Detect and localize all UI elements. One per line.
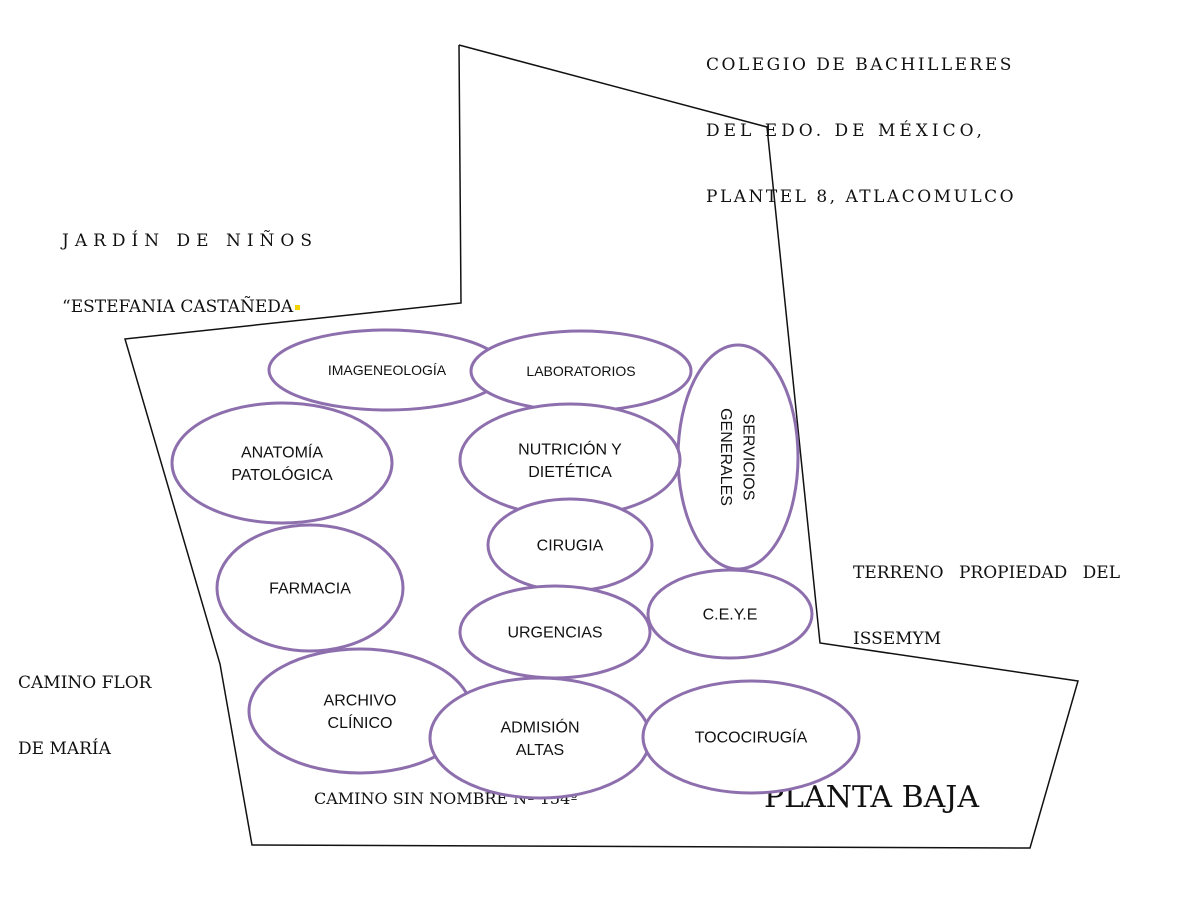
rooms-layer: IMAGENEOLOGÍA LABORATORIOS SERVICIOS GENERA…: [170, 328, 861, 800]
room-label-tococirugia: TOCOCIRUGÍA: [695, 728, 808, 747]
room-cirugia: CIRUGIA: [486, 497, 654, 593]
room-label-anatomia-patologica: ANATOMÍA PATOLÓGICA: [231, 442, 333, 483]
camino-flor-label: CAMINO FLOR DE MARÍA: [18, 628, 151, 782]
colegio-line-1: COLEGIO DE BACHILLERES: [706, 55, 1014, 75]
room-label-urgencias: URGENCIAS: [507, 625, 602, 642]
room-label-laboratorios: LABORATORIOS: [526, 363, 635, 379]
room-servicios-generales: SERVICIOS GENERALES: [676, 343, 800, 571]
room-ellipse-anatomia-patologica: [170, 401, 394, 525]
room-label-line: CLÍNICO: [328, 713, 393, 732]
room-tococirugia: TOCOCIRUGÍA: [641, 679, 861, 795]
yellow-marker-icon: [295, 305, 301, 310]
camino-flor-line-2: DE MARÍA: [18, 739, 111, 759]
room-label-line: DIETÉTICA: [528, 462, 612, 481]
site-boundary: [124, 44, 1079, 849]
room-farmacia: FARMACIA: [215, 523, 405, 653]
room-ellipse-farmacia: [215, 523, 405, 653]
room-label-line: GENERALES: [717, 408, 734, 506]
room-nutricion-dietetica: NUTRICIÓN Y DIETÉTICA: [458, 402, 682, 518]
room-ellipse-tococirugia: [641, 679, 861, 795]
colegio-line-2: DEL EDO. DE MÉXICO,: [706, 121, 986, 141]
camino-flor-line-1: CAMINO FLOR: [18, 673, 152, 693]
room-label-line: LABORATORIOS: [526, 363, 635, 379]
room-label-line: FARMACIA: [269, 581, 351, 598]
room-label-imageneologia: IMAGENEOLOGÍA: [328, 362, 447, 378]
room-label-line: SERVICIOS: [740, 414, 757, 501]
room-label-servicios-generales: SERVICIOS GENERALES: [717, 408, 756, 506]
room-ellipse-ceye: [646, 568, 814, 660]
room-ellipse-servicios-generales: [676, 343, 800, 571]
terreno-label: TERRENO PROPIEDAD DEL ISSEMYM: [853, 518, 1120, 672]
room-admision-altas: ADMISIÓN ALTAS: [428, 676, 652, 800]
room-ellipse-admision-altas: [428, 676, 652, 800]
room-label-archivo-clinico: ARCHIVO CLÍNICO: [324, 692, 397, 731]
room-label-cirugia: CIRUGIA: [537, 538, 604, 555]
room-label-line: ADMISIÓN: [500, 717, 579, 736]
room-label-line: URGENCIAS: [507, 625, 602, 642]
room-label-nutricion-dietetica: NUTRICIÓN Y DIETÉTICA: [518, 439, 622, 480]
jardin-label: JARDÍN DE NIÑOS “ESTEFANIA CASTAÑEDA: [62, 186, 318, 340]
room-label-line: CIRUGIA: [537, 538, 604, 555]
room-ceye: C.E.Y.E: [646, 568, 814, 660]
colegio-line-3: PLANTEL 8, ATLACOMULCO: [706, 187, 1017, 207]
terreno-line-2: ISSEMYM: [853, 629, 942, 649]
room-laboratorios: LABORATORIOS: [469, 329, 693, 413]
jardin-line-2: “ESTEFANIA CASTAÑEDA: [62, 296, 318, 318]
colegio-label: COLEGIO DE BACHILLERES DEL EDO. DE MÉXIC…: [706, 10, 1016, 230]
room-label-admision-altas: ADMISIÓN ALTAS: [500, 717, 579, 758]
jardin-line-1: JARDÍN DE NIÑOS: [62, 231, 319, 251]
room-label-line: NUTRICIÓN Y: [518, 439, 622, 458]
room-label-ceye: C.E.Y.E: [703, 607, 758, 624]
room-label-line: PATOLÓGICA: [231, 465, 333, 484]
room-label-farmacia: FARMACIA: [269, 581, 351, 598]
room-anatomia-patologica: ANATOMÍA PATOLÓGICA: [170, 401, 394, 525]
room-label-line: C.E.Y.E: [703, 607, 758, 624]
room-label-line: ANATOMÍA: [241, 442, 323, 461]
room-label-line: ARCHIVO: [324, 692, 397, 709]
room-label-line: IMAGENEOLOGÍA: [328, 362, 447, 378]
terreno-line-1: TERRENO PROPIEDAD DEL: [853, 563, 1120, 583]
room-label-line: TOCOCIRUGÍA: [695, 728, 808, 747]
room-label-line: ALTAS: [516, 742, 564, 759]
room-urgencias: URGENCIAS: [458, 584, 652, 680]
